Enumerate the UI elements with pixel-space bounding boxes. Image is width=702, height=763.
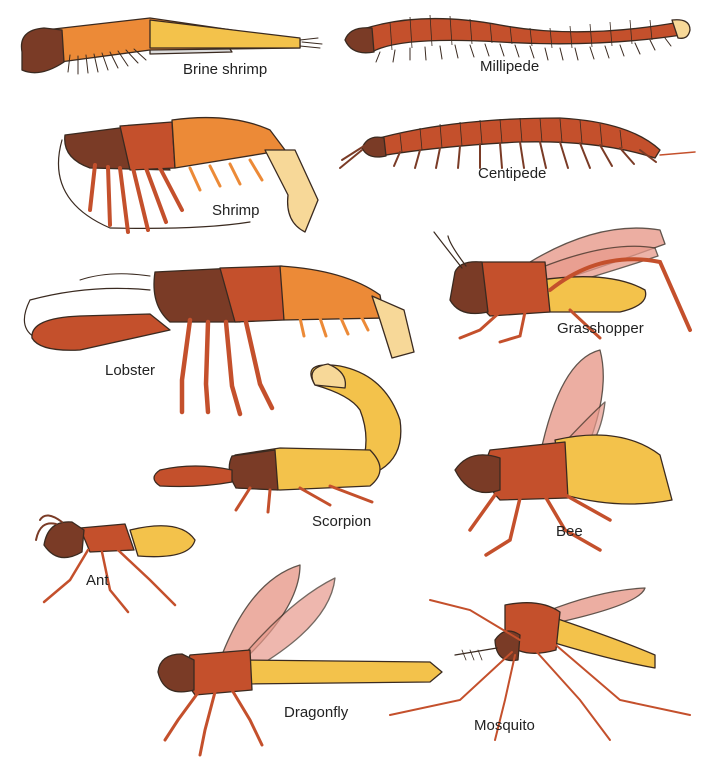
label-dragonfly: Dragonfly [284, 704, 348, 722]
dragonfly-figure [158, 565, 442, 755]
millipede-figure [345, 15, 690, 62]
mosquito-figure [390, 588, 690, 740]
label-shrimp: Shrimp [212, 202, 260, 220]
scorpion-figure [154, 364, 401, 512]
centipede-figure [340, 118, 695, 168]
shrimp-figure [58, 118, 318, 232]
label-bee: Bee [556, 523, 583, 541]
label-brine-shrimp: Brine shrimp [183, 61, 267, 79]
label-millipede: Millipede [480, 58, 539, 76]
label-scorpion: Scorpion [312, 513, 371, 531]
label-centipede: Centipede [478, 165, 546, 183]
label-lobster: Lobster [105, 362, 155, 380]
label-ant: Ant [86, 572, 109, 590]
label-mosquito: Mosquito [474, 717, 535, 735]
ant-figure [36, 515, 195, 612]
label-grasshopper: Grasshopper [557, 320, 644, 338]
brine-shrimp-figure [21, 18, 322, 74]
